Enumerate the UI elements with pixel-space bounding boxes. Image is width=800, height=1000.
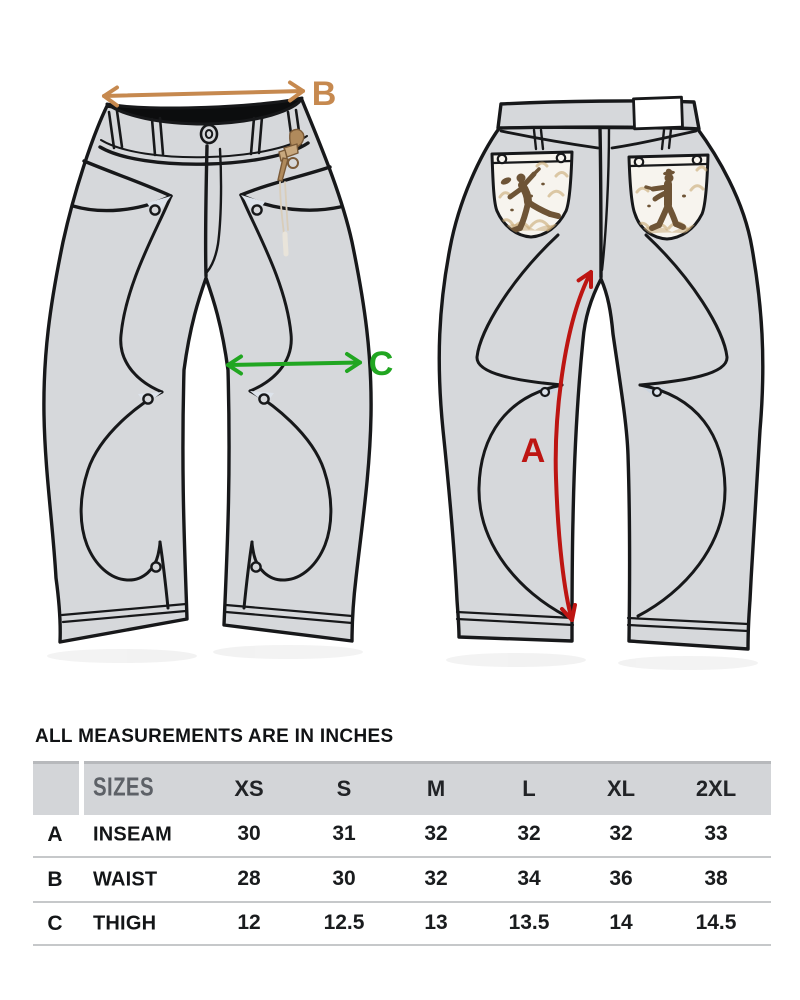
floor-shadow — [47, 645, 758, 670]
measure-arrow-b — [102, 80, 305, 108]
front-hems — [60, 602, 354, 625]
arrow-label-b: B — [312, 75, 337, 113]
waist-m: 32 — [424, 867, 448, 890]
inseam-2xl: 33 — [704, 822, 728, 845]
thigh-xl: 14 — [609, 911, 633, 934]
row-label-thigh: THIGH — [93, 912, 157, 935]
row-label-waist: WAIST — [93, 868, 158, 891]
back-hems — [455, 610, 750, 633]
waist-xs: 28 — [237, 867, 261, 890]
thigh-2xl: 14.5 — [695, 911, 737, 934]
thigh-xs: 12 — [237, 911, 261, 934]
row-separator — [33, 901, 771, 903]
inseam-l: 32 — [517, 822, 541, 845]
waist-xl: 36 — [609, 867, 633, 890]
column-header-xl: XL — [606, 776, 636, 801]
cowboy-figure-left — [507, 167, 561, 234]
cowboy-embroidery-left — [497, 161, 569, 234]
table-header-letter-cell — [33, 761, 79, 815]
measure-arrow-a — [553, 270, 593, 622]
front-waist-button — [199, 123, 219, 145]
measurements-note: ALL MEASUREMENTS ARE IN INCHES — [35, 726, 394, 747]
back-rivets — [539, 386, 663, 398]
cowboy-figure-right — [644, 180, 686, 231]
measure-arrow-c — [226, 352, 362, 376]
front-right-leg-seams — [239, 193, 333, 610]
table-corner-label: SIZES — [93, 773, 154, 802]
front-belt-loops — [107, 108, 303, 157]
back-pocket-rivets — [496, 152, 703, 168]
front-left-leg-seams — [79, 194, 173, 610]
row-label-inseam: INSEAM — [93, 823, 172, 846]
column-header-xs: XS — [234, 776, 264, 801]
column-header-2xl: 2XL — [695, 776, 737, 801]
back-left-leg-seams — [475, 233, 568, 618]
back-silhouette — [437, 125, 765, 651]
back-right-leg-seams — [636, 233, 729, 618]
jeans-front-drawing — [42, 96, 373, 644]
column-header-s: S — [336, 776, 352, 801]
table-bottom-border — [33, 944, 771, 946]
jeans-measurement-diagram: B C A — [42, 75, 765, 670]
inseam-xs: 30 — [237, 822, 261, 845]
row-letter-c: C — [47, 912, 63, 935]
arrow-label-c: C — [369, 345, 394, 383]
inseam-m: 32 — [424, 822, 448, 845]
revolver-embroidery — [277, 128, 305, 257]
row-letter-b: B — [47, 868, 63, 891]
arrow-label-a: A — [521, 432, 546, 470]
table-header-main-cell — [84, 761, 771, 815]
row-letter-a: A — [47, 823, 63, 846]
inseam-xl: 32 — [609, 822, 633, 845]
brand-patch — [632, 95, 684, 131]
cowboy-embroidery-right — [633, 165, 708, 236]
waist-2xl: 38 — [704, 867, 728, 890]
front-rivets — [142, 204, 270, 573]
row-separator — [33, 856, 771, 858]
waist-l: 34 — [517, 867, 541, 890]
thigh-s: 12.5 — [323, 911, 365, 934]
thigh-l: 13.5 — [508, 911, 550, 934]
jeans-back-drawing — [437, 95, 765, 651]
thigh-m: 13 — [424, 911, 448, 934]
inseam-s: 31 — [332, 822, 356, 845]
column-header-l: L — [522, 776, 536, 801]
front-silhouette — [42, 98, 373, 644]
waist-s: 30 — [332, 867, 356, 890]
back-belt-loops — [532, 127, 673, 151]
column-header-m: M — [426, 776, 446, 801]
